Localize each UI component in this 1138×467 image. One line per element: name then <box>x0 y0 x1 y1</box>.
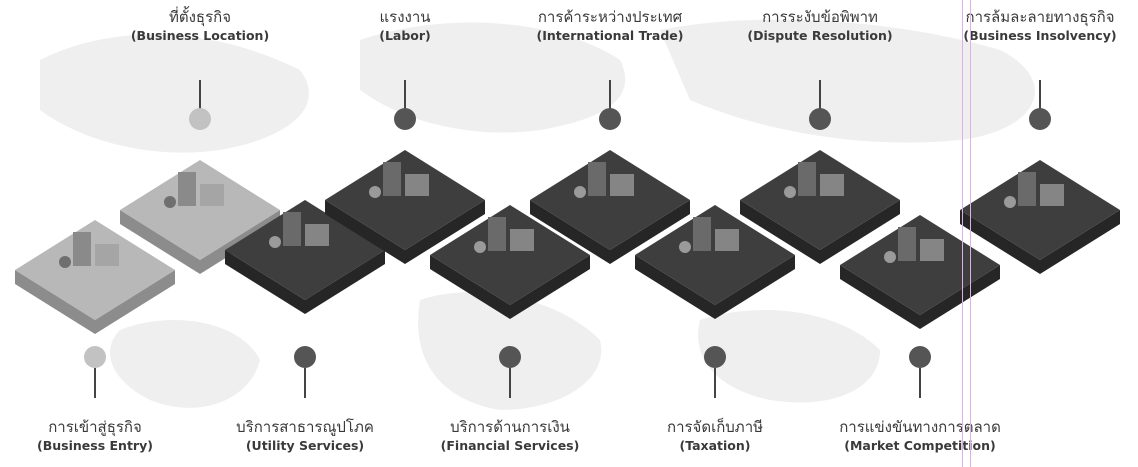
tile-side <box>960 210 1120 274</box>
tile-top <box>325 150 485 250</box>
bottom-label: การแข่งขันทางการตลาด (Market Competition) <box>839 418 1001 454</box>
label-thai: ที่ตั้งธุรกิจ <box>168 8 232 26</box>
marker-dot <box>599 108 621 130</box>
tile-side <box>225 250 385 314</box>
tile-bottom-4 <box>840 215 1000 329</box>
tile-top <box>960 160 1120 260</box>
guide-line <box>962 0 963 467</box>
connector-stem <box>1039 80 1041 110</box>
tile-side <box>325 200 485 264</box>
tile-side <box>530 200 690 264</box>
marker-dot <box>189 108 211 130</box>
connector-stem <box>919 368 921 398</box>
bottom-label: การจัดเก็บภาษี (Taxation) <box>667 418 763 454</box>
city-icon <box>269 212 329 248</box>
tile-top <box>840 215 1000 315</box>
marker-dot <box>704 346 726 368</box>
label-thai: การเข้าสู่ธุรกิจ <box>48 418 142 436</box>
label-english: (International Trade) <box>536 28 684 43</box>
connector-stem <box>199 80 201 110</box>
tile-bottom-0 <box>15 220 175 334</box>
coins-icon <box>474 217 534 253</box>
guide-line <box>970 0 971 467</box>
tile-top-4 <box>960 160 1120 274</box>
label-thai: บริการด้านการเงิน <box>450 418 570 436</box>
label-english: (Financial Services) <box>440 438 580 453</box>
marker-dot <box>1029 108 1051 130</box>
tile-bottom-2 <box>430 205 590 319</box>
tile-top <box>430 205 590 305</box>
label-english: (Business Insolvency) <box>963 28 1117 43</box>
tile-top <box>120 160 280 260</box>
label-english: (Business Entry) <box>37 438 153 453</box>
connector-stem <box>404 80 406 110</box>
label-english: (Utility Services) <box>245 438 365 453</box>
label-thai: แรงงาน <box>379 8 431 26</box>
marker-dot <box>499 346 521 368</box>
bottom-label: บริการสาธารณูปโภค (Utility Services) <box>236 418 374 454</box>
label-english: (Dispute Resolution) <box>747 28 893 43</box>
tile-bottom-3 <box>635 205 795 319</box>
tile-top-2 <box>530 150 690 264</box>
connector-stem <box>94 368 96 398</box>
label-english: (Labor) <box>379 28 431 43</box>
trade-map-icon <box>574 162 634 198</box>
tile-top <box>15 220 175 320</box>
tile-top <box>635 205 795 305</box>
tile-top-1 <box>325 150 485 264</box>
label-thai: การระงับข้อพิพาท <box>762 8 878 26</box>
shop-icon <box>164 172 224 208</box>
tile-top <box>530 150 690 250</box>
entry-door-icon <box>59 232 119 268</box>
tile-side <box>840 265 1000 329</box>
tile-side <box>635 255 795 319</box>
tile-top <box>740 150 900 250</box>
label-english: (Taxation) <box>679 438 751 453</box>
top-label: การล้มละลายทางธุรกิจ (Business Insolvency… <box>963 8 1116 44</box>
declining-chart-icon <box>1004 172 1064 208</box>
marker-dot <box>809 108 831 130</box>
marker-dot <box>909 346 931 368</box>
tax-desk-icon <box>679 217 739 253</box>
tile-side <box>740 200 900 264</box>
tile-side <box>430 255 590 319</box>
connector-stem <box>819 80 821 110</box>
top-label: แรงงาน (Labor) <box>379 8 431 44</box>
label-thai: การแข่งขันทางการตลาด <box>839 418 1001 436</box>
workers-icon <box>369 162 429 198</box>
connector-stem <box>714 368 716 398</box>
marker-dot <box>394 108 416 130</box>
bottom-label: บริการด้านการเงิน (Financial Services) <box>441 418 580 454</box>
competition-icon <box>884 227 944 263</box>
label-english: (Market Competition) <box>844 438 996 453</box>
label-english: (Business Location) <box>130 28 270 43</box>
marker-dot <box>294 346 316 368</box>
marker-dot <box>84 346 106 368</box>
connector-stem <box>609 80 611 110</box>
connector-stem <box>509 368 511 398</box>
connector-stem <box>304 368 306 398</box>
top-label: การค้าระหว่างประเทศ (International Trade) <box>537 8 684 44</box>
label-thai: การล้มละลายทางธุรกิจ <box>965 8 1115 26</box>
tile-top-0 <box>120 160 280 274</box>
label-thai: การค้าระหว่างประเทศ <box>537 8 683 26</box>
tile-side <box>15 270 175 334</box>
tile-top-3 <box>740 150 900 264</box>
handshake-icon <box>784 162 844 198</box>
label-thai: บริการสาธารณูปโภค <box>236 418 374 436</box>
label-thai: การจัดเก็บภาษี <box>666 418 764 436</box>
top-label: การระงับข้อพิพาท (Dispute Resolution) <box>747 8 892 44</box>
top-label: ที่ตั้งธุรกิจ (Business Location) <box>131 8 269 44</box>
bottom-label: การเข้าสู่ธุรกิจ (Business Entry) <box>37 418 153 454</box>
